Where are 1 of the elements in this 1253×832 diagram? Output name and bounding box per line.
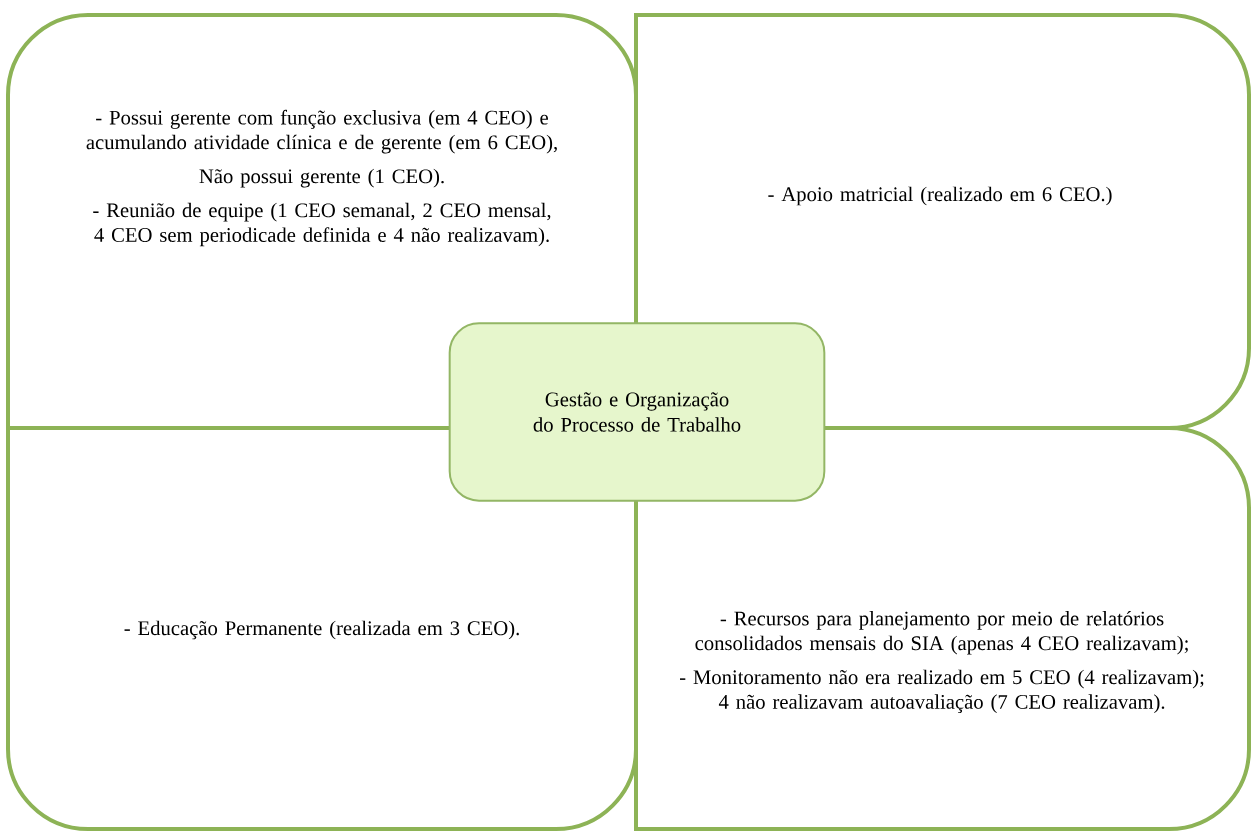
topic-box: Gestão e Organização do Processo de Trabalho [448, 322, 826, 502]
